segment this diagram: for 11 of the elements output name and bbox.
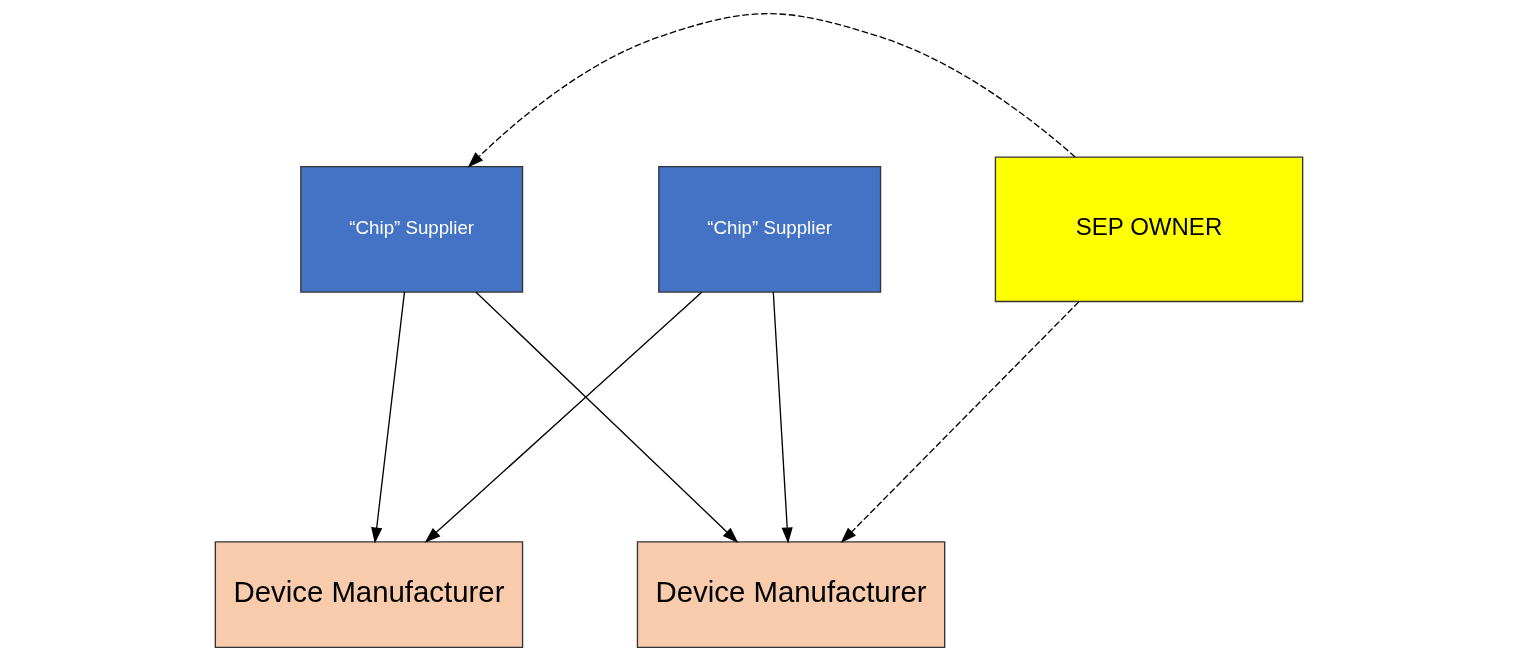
node-box: SEP OWNER bbox=[994, 156, 1303, 303]
arrow bbox=[370, 291, 405, 544]
arrow bbox=[424, 291, 702, 543]
arrow bbox=[467, 13, 1076, 168]
arrow bbox=[772, 291, 793, 544]
arrow bbox=[474, 291, 738, 543]
arrow bbox=[840, 301, 1079, 544]
node-box: Device Manufacturer bbox=[636, 541, 945, 649]
node-box: “Chip” Supplier bbox=[299, 165, 523, 293]
node-box: “Chip” Supplier bbox=[657, 165, 881, 293]
node-box: Device Manufacturer bbox=[214, 541, 523, 649]
